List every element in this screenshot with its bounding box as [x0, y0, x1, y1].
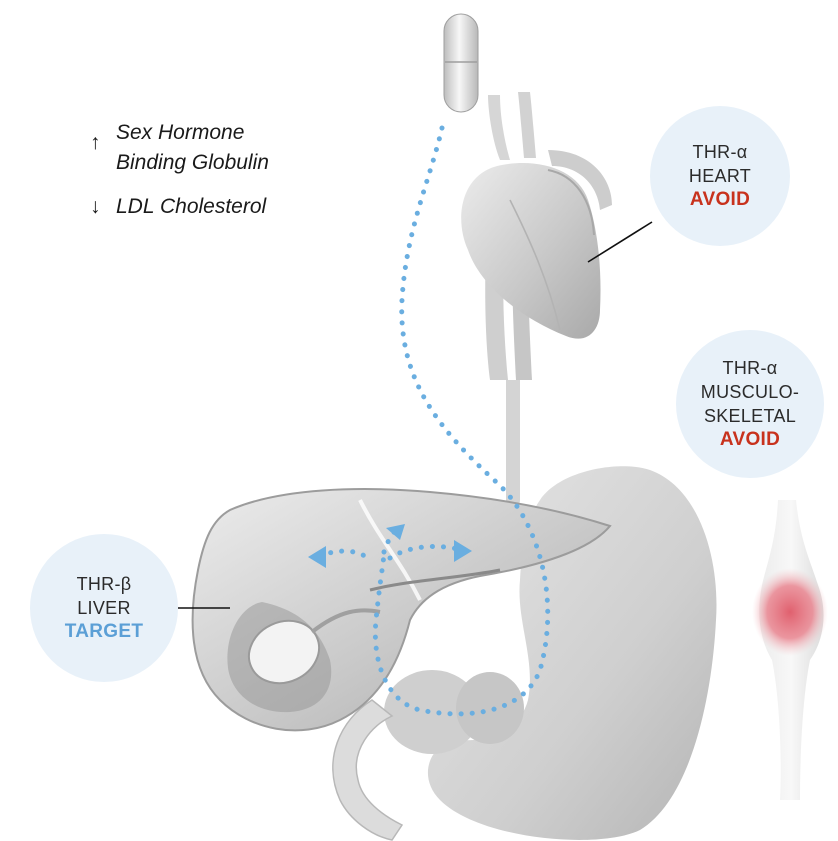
heart-icon [461, 92, 612, 380]
receptor-label: THR-α [693, 140, 748, 164]
liver-receptor-bubble: THR-β LIVER TARGET [30, 534, 178, 682]
biomarker-effects: ↑ Sex Hormone Binding Globulin ↓ LDL Cho… [90, 118, 269, 222]
organ-label: SKELETAL [704, 404, 796, 428]
status-label: AVOID [720, 428, 780, 452]
organ-label: MUSCULO- [701, 380, 799, 404]
heart-receptor-bubble: THR-α HEART AVOID [650, 106, 790, 246]
organ-label: HEART [689, 164, 751, 188]
status-label: TARGET [65, 620, 144, 644]
musculoskeletal-receptor-bubble: THR-α MUSCULO- SKELETAL AVOID [676, 330, 824, 478]
organ-label: LIVER [77, 596, 131, 620]
receptor-label: THR-α [723, 356, 778, 380]
knee-joint-icon [752, 500, 828, 800]
effect-ldl: ↓ LDL Cholesterol [90, 192, 269, 222]
heart-leader-line [588, 222, 652, 262]
effect-label: Sex Hormone [116, 118, 269, 148]
receptor-label: THR-β [77, 572, 132, 596]
effect-shbg: ↑ Sex Hormone Binding Globulin [90, 118, 269, 178]
status-label: AVOID [690, 188, 750, 212]
effect-label: Binding Globulin [116, 148, 269, 178]
esophagus [506, 380, 520, 508]
arrow-down-icon: ↓ [90, 192, 116, 222]
arrow-up-icon: ↑ [90, 118, 116, 158]
capsule-icon [444, 14, 478, 112]
effect-label: LDL Cholesterol [116, 192, 266, 222]
inflammation-spot [752, 568, 828, 656]
